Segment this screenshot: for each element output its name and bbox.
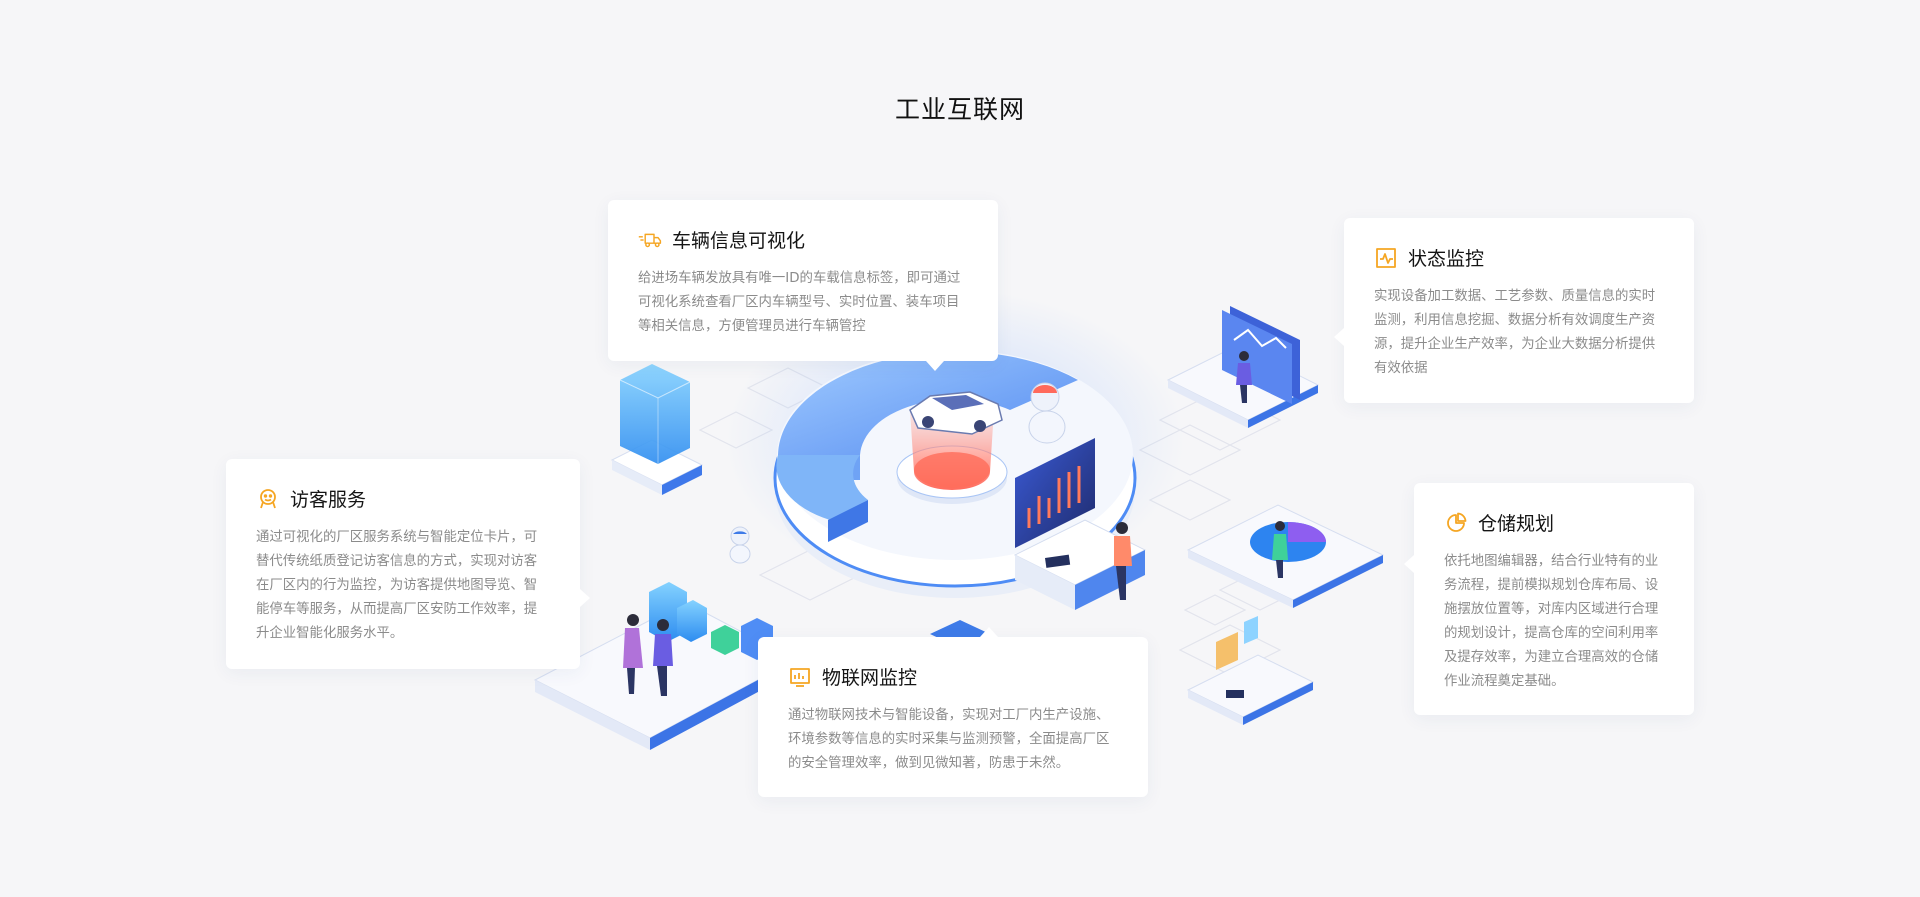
grid-tiles — [698, 367, 1302, 676]
card-description: 通过可视化的厂区服务系统与智能定位卡片，可替代传统纸质登记访客信息的方式，实现对… — [256, 530, 538, 641]
card-header: 访客服务 — [256, 485, 550, 512]
storage-planning-card: 仓储规划 依托地图编辑器，结合行业特有的业务流程，提前模拟规划仓库布局、设施摆放… — [1404, 483, 1694, 715]
visitor-icon — [256, 487, 280, 511]
card-header: 状态监控 — [1374, 244, 1664, 271]
card-header: 仓储规划 — [1444, 509, 1664, 536]
card-pointer — [980, 627, 998, 637]
card-title: 物联网监控 — [822, 667, 918, 689]
card-description: 实现设备加工数据、工艺参数、质量信息的实时监测，利用信息挖掘、数据分析有效调度生… — [1374, 289, 1656, 376]
iot-monitoring-card: 物联网监控 通过物联网技术与智能设备，实现对工厂内生产设施、环境参数等信息的实时… — [758, 627, 1148, 797]
card-description: 给进场车辆发放具有唯一ID的车载信息标签，即可通过可视化系统查看厂区内车辆型号、… — [638, 271, 961, 334]
status-monitoring-card: 状态监控 实现设备加工数据、工艺参数、质量信息的实时监测，利用信息挖掘、数据分析… — [1334, 218, 1694, 403]
small-robot — [729, 526, 751, 564]
card-description: 通过物联网技术与智能设备，实现对工厂内生产设施、环境参数等信息的实时采集与监测预… — [788, 708, 1110, 771]
card-pointer — [1334, 328, 1344, 346]
monitor-wave-icon — [1374, 246, 1398, 270]
card-title: 仓储规划 — [1478, 513, 1555, 535]
data-cube — [610, 364, 704, 495]
card-title: 状态监控 — [1408, 248, 1485, 270]
card-description: 依托地图编辑器，结合行业特有的业务流程，提前模拟规划仓库布局、设施摆放位置等，对… — [1444, 554, 1659, 689]
visitor-service-card: 访客服务 通过可视化的厂区服务系统与智能定位卡片，可替代传统纸质登记访客信息的方… — [226, 459, 590, 669]
card-title: 车辆信息可视化 — [672, 230, 806, 252]
card-pointer — [1404, 555, 1414, 573]
vehicle-visualization-card: 车辆信息可视化 给进场车辆发放具有唯一ID的车载信息标签，即可通过可视化系统查看… — [608, 200, 998, 371]
card-pointer — [580, 589, 590, 607]
dashboard-icon — [788, 665, 812, 689]
storage-platform — [1186, 504, 1385, 608]
pie-chart-icon — [1444, 511, 1468, 535]
card-header: 车辆信息可视化 — [638, 226, 968, 253]
card-header: 物联网监控 — [788, 663, 1118, 690]
page-title: 工业互联网 — [894, 95, 1025, 124]
central-platform — [773, 350, 1147, 610]
warehouse-platform — [1186, 616, 1315, 725]
monitoring-platform — [1166, 306, 1320, 428]
card-title: 访客服务 — [290, 489, 367, 511]
card-pointer — [926, 361, 944, 371]
truck-icon — [638, 228, 662, 252]
